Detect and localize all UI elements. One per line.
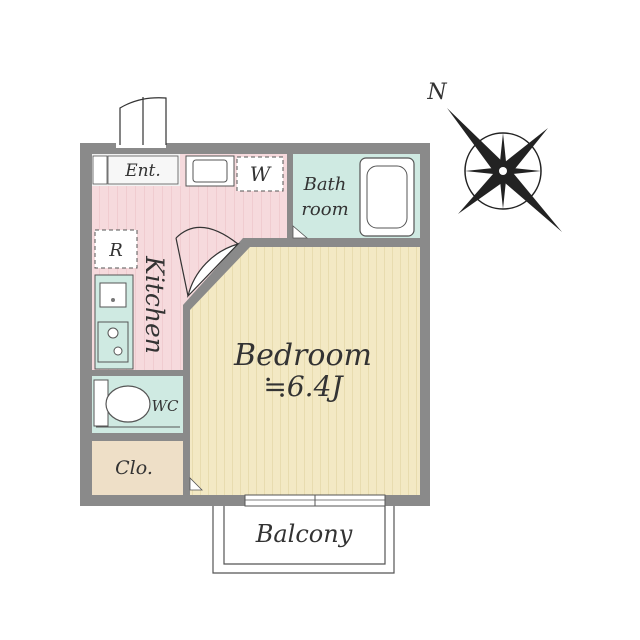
- bedroom-floor: [187, 247, 420, 495]
- bedroom-door-swing: [186, 242, 240, 299]
- washer-space: [236, 156, 284, 192]
- compass-icon: [447, 108, 562, 232]
- toilet-bowl: [105, 385, 151, 423]
- entrance-box: [107, 155, 179, 185]
- balcony-inner-outline: [223, 506, 386, 565]
- stove-burner-1: [107, 327, 119, 339]
- closet-floor: [92, 441, 183, 495]
- bathroom-label-2: room: [301, 199, 348, 220]
- refrigerator-label: R: [108, 240, 123, 261]
- washer-label: W: [250, 162, 272, 186]
- kitchen-floor: [92, 186, 290, 372]
- bedroom-door-arc: [175, 226, 239, 245]
- balcony-outline: [212, 506, 395, 574]
- bedroom-label: Bedroom: [233, 338, 372, 373]
- bedroom-size: ≒6.4J: [263, 370, 344, 403]
- closet-label: Clo.: [115, 457, 153, 479]
- bedroom-door-leaf: [175, 237, 189, 297]
- bathroom-door-marker: [292, 225, 309, 239]
- bathroom-label-1: Bath: [303, 174, 347, 195]
- wall-bath-left: [287, 154, 293, 240]
- closet-door-marker: [189, 477, 203, 491]
- entrance-label: Ent.: [124, 161, 161, 181]
- sink-drain: [111, 298, 115, 302]
- bathtub-inner: [366, 165, 408, 229]
- refrigerator-space: [94, 229, 138, 269]
- wc-label: WC: [152, 397, 179, 415]
- wall-wc-bottom: [92, 433, 183, 441]
- stove-burner-2: [113, 346, 123, 356]
- kitchen-label: Kitchen: [140, 255, 169, 354]
- wall-wc-top: [92, 370, 183, 376]
- compass-north-label: N: [426, 80, 447, 105]
- balcony-label: Balcony: [255, 520, 353, 548]
- kitchen-sink: [99, 282, 127, 308]
- entrance-shoebox: [92, 155, 108, 185]
- sink-basin: [192, 159, 228, 183]
